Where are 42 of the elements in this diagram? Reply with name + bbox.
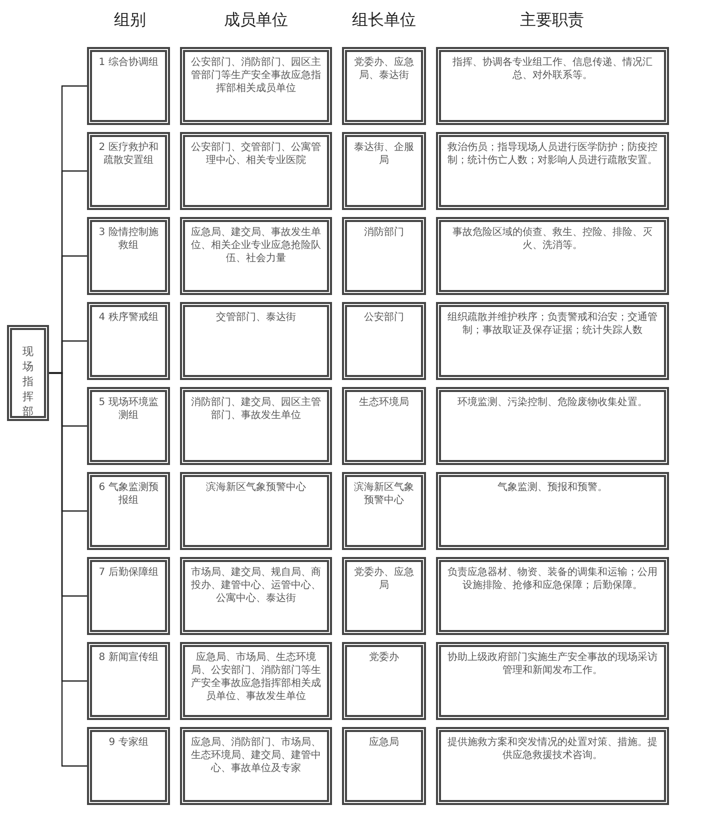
group-name-box: 4 秩序警戒组 (87, 302, 170, 380)
member-units-box: 交管部门、泰达街 (180, 302, 332, 380)
leader-unit-box: 党委办 (342, 642, 426, 720)
member-units-box: 消防部门、建交局、园区主管部门、事故发生单位 (180, 387, 332, 465)
duties-box: 负责应急器材、物资、装备的调集和运输；公用设施排险、抢修和应急保障；后勤保障。 (436, 557, 669, 635)
leader-unit-box: 消防部门 (342, 217, 426, 295)
duties-box: 气象监测、预报和预警。 (436, 472, 669, 550)
leader-unit-box: 生态环境局 (342, 387, 426, 465)
column-header: 主要职责 (520, 10, 584, 31)
group-name-box: 8 新闻宣传组 (87, 642, 170, 720)
group-name-box: 7 后勤保障组 (87, 557, 170, 635)
leader-unit-box: 应急局 (342, 727, 426, 805)
group-name-box: 2 医疗救护和疏散安置组 (87, 132, 170, 210)
group-name-box: 9 专家组 (87, 727, 170, 805)
duties-box: 组织疏散并维护秩序；负责警戒和治安；交通管制；事故取证及保存证据；统计失踪人数 (436, 302, 669, 380)
leader-unit-box: 泰达街、企服局 (342, 132, 426, 210)
member-units-box: 应急局、市场局、生态环境局、公安部门、消防部门等生产安全事故应急指挥部相关成员单位、事故发生单位 (180, 642, 332, 720)
group-name-box: 5 现场环境监测组 (87, 387, 170, 465)
leader-unit-box: 党委办、应急局 (342, 557, 426, 635)
connector-line (49, 372, 87, 767)
leader-unit-box: 滨海新区气象预警中心 (342, 472, 426, 550)
member-units-box: 公安部门、消防部门、园区主管部门等生产安全事故应急指挥部相关成员单位 (180, 47, 332, 125)
member-units-box: 应急局、建交局、事故发生单位、相关企业专业应急抢险队伍、社会力量 (180, 217, 332, 295)
group-name-box: 3 险情控制施救组 (87, 217, 170, 295)
column-header: 成员单位 (224, 10, 288, 31)
member-units-box: 滨海新区气象预警中心 (180, 472, 332, 550)
group-name-box: 6 气象监测预报组 (87, 472, 170, 550)
member-units-box: 公安部门、交管部门、公寓管理中心、相关专业医院 (180, 132, 332, 210)
member-units-box: 应急局、消防部门、市场局、生态环境局、建交局、建管中心、事故单位及专家 (180, 727, 332, 805)
leader-unit-box: 公安部门 (342, 302, 426, 380)
command-box: 现场指挥部 (7, 325, 49, 421)
leader-unit-box: 党委办、应急局、泰达街 (342, 47, 426, 125)
column-header: 组别 (114, 10, 146, 31)
duties-box: 协助上级政府部门实施生产安全事故的现场采访管理和新闻发布工作。 (436, 642, 669, 720)
column-header: 组长单位 (352, 10, 416, 31)
duties-box: 环境监测、污染控制、危险废物收集处置。 (436, 387, 669, 465)
member-units-box: 市场局、建交局、规自局、商投办、建管中心、运管中心、公寓中心、泰达街 (180, 557, 332, 635)
duties-box: 指挥、协调各专业组工作、信息传递、情况汇总、对外联系等。 (436, 47, 669, 125)
duties-box: 事故危险区域的侦查、救生、控险、排险、灭火、洗消等。 (436, 217, 669, 295)
duties-box: 救治伤员；指导现场人员进行医学防护；防疫控制；统计伤亡人数；对影响人员进行疏散安置。 (436, 132, 669, 210)
duties-box: 提供施救方案和突发情况的处置对策、措施。提供应急救援技术咨询。 (436, 727, 669, 805)
group-name-box: 1 综合协调组 (87, 47, 170, 125)
